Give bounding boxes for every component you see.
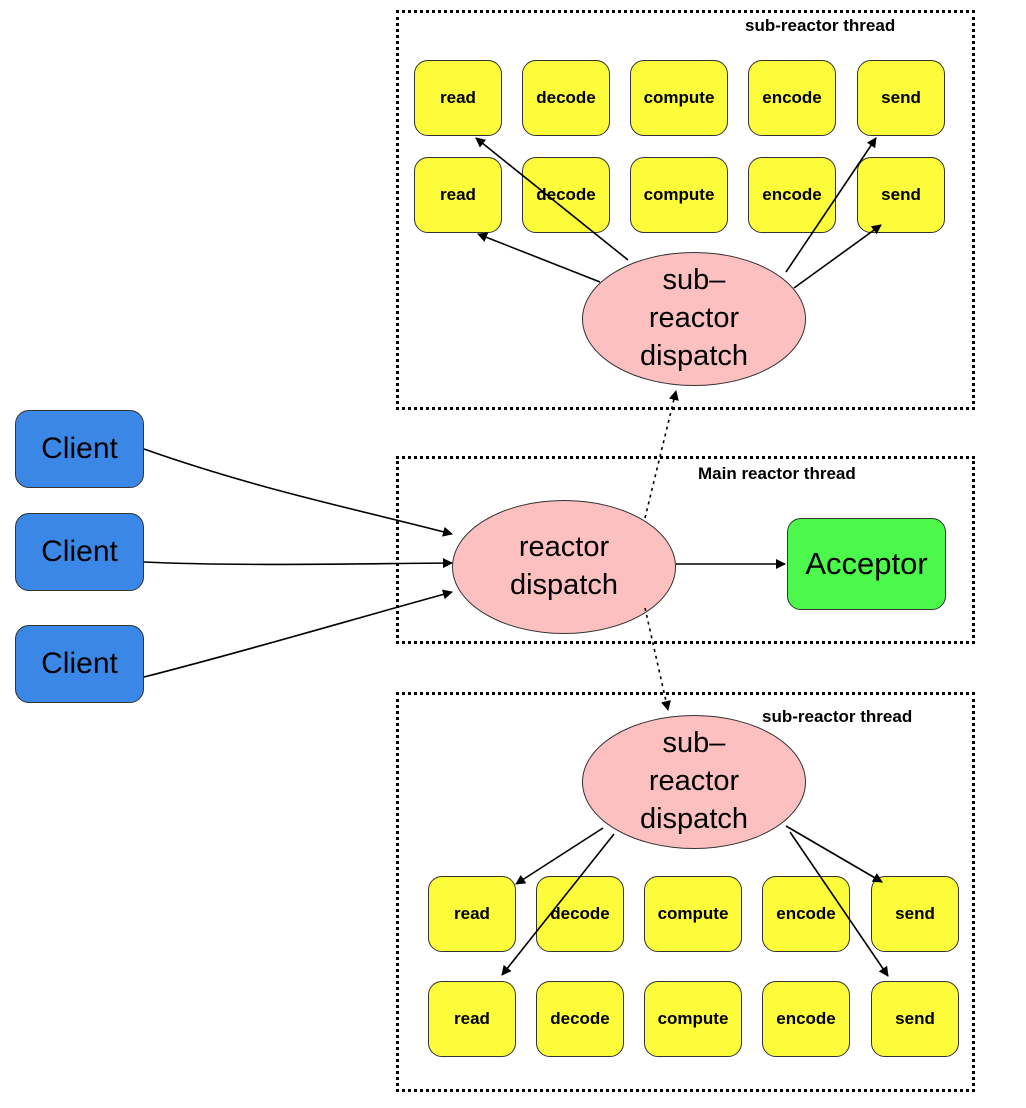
bottom-sub-reactor-frame xyxy=(396,692,975,1092)
top-encode-box-2: encode xyxy=(748,157,836,233)
bottom-read-box-2: read xyxy=(428,981,516,1057)
bottom-decode-box-2: decode xyxy=(536,981,624,1057)
bottom-send-box-2: send xyxy=(871,981,959,1057)
bottom-send-box-1: send xyxy=(871,876,959,952)
top-sub-reactor-dispatch: sub– reactor dispatch xyxy=(582,252,806,386)
top-encode-box-1: encode xyxy=(748,60,836,136)
bottom-sub-reactor-label-line3: dispatch xyxy=(639,802,748,835)
main-reactor-label-line1: reactor xyxy=(518,531,610,564)
top-compute-box-2: compute xyxy=(630,157,728,233)
bottom-read-box-1: read xyxy=(428,876,516,952)
bottom-encode-box-2: encode xyxy=(762,981,850,1057)
bottom-compute-box-2: compute xyxy=(644,981,742,1057)
client-box-3: Client xyxy=(15,625,144,703)
main-reactor-frame xyxy=(396,456,975,644)
top-decode-box-1: decode xyxy=(522,60,610,136)
client-box-2: Client xyxy=(15,513,144,591)
main-reactor-frame-title: Main reactor thread xyxy=(698,464,856,483)
top-sub-reactor-label-line2: reactor xyxy=(648,302,740,335)
bottom-sub-reactor-label-line1: sub– xyxy=(662,727,726,760)
bottom-encode-box-1: encode xyxy=(762,876,850,952)
top-read-box-2: read xyxy=(414,157,502,233)
client-box-1: Client xyxy=(15,410,144,488)
bottom-compute-box-1: compute xyxy=(644,876,742,952)
acceptor-box: Acceptor xyxy=(787,518,946,610)
main-reactor-dispatch: reactor dispatch xyxy=(452,500,676,634)
top-sub-reactor-frame xyxy=(396,10,975,410)
bottom-sub-reactor-frame-title: sub-reactor thread xyxy=(762,707,913,726)
top-send-box-1: send xyxy=(857,60,945,136)
bottom-decode-box-1: decode xyxy=(536,876,624,952)
top-sub-reactor-label-line3: dispatch xyxy=(639,339,748,372)
top-sub-reactor-label-line1: sub– xyxy=(662,264,726,297)
top-compute-box-1: compute xyxy=(630,60,728,136)
main-reactor-label-line2: dispatch xyxy=(509,569,618,601)
top-send-box-2: send xyxy=(857,157,945,233)
top-decode-box-2: decode xyxy=(522,157,610,233)
top-sub-reactor-frame-title: sub-reactor thread xyxy=(745,16,896,35)
bottom-sub-reactor-dispatch: sub– reactor dispatch xyxy=(582,715,806,849)
bottom-sub-reactor-label-line2: reactor xyxy=(648,765,740,798)
top-read-box-1: read xyxy=(414,60,502,136)
